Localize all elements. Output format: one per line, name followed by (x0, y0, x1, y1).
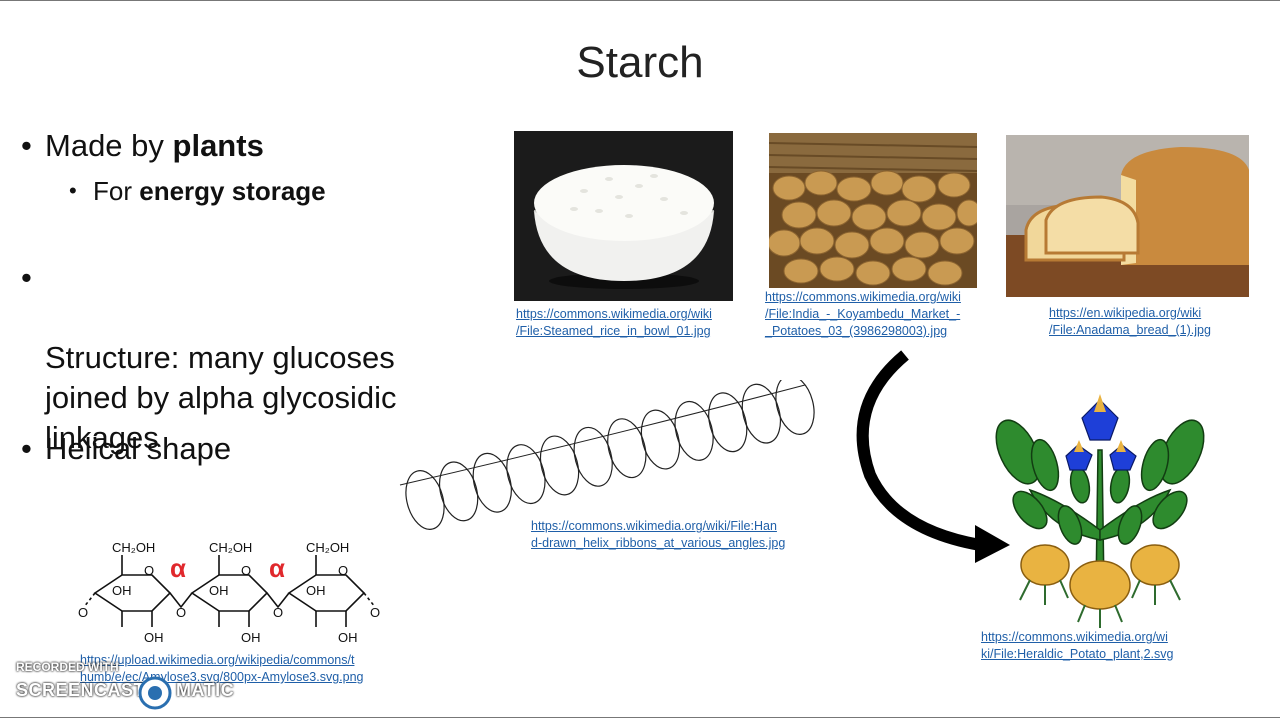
helix-coil (506, 444, 546, 505)
sub-bullet-bold-text: energy storage (139, 176, 326, 206)
oh-bottom-label-2: OH (241, 630, 261, 645)
screencast-logo-icon (138, 676, 172, 710)
sub-bullet-text: For (93, 176, 140, 206)
rice-image-link[interactable]: https://commons.wikimedia.org/wiki /File… (516, 307, 712, 338)
bullet-text: Helical shape (45, 431, 232, 466)
alpha-label-1: α (170, 553, 186, 583)
potato-plant-image-link[interactable]: https://commons.wikimedia.org/wi ki/File… (981, 630, 1174, 661)
end-o-label-left: O (78, 605, 88, 620)
bullet-dot: • (21, 260, 32, 295)
bullet-text: Made by (45, 128, 173, 163)
helix-coil (573, 426, 613, 487)
bridge-o-label-1: O (176, 605, 186, 620)
bread-image (1006, 135, 1249, 297)
watermark-recorded-with: RECORDED WITH (16, 660, 119, 674)
end-o-label-right: O (370, 605, 380, 620)
bridge-o-label-2: O (273, 605, 283, 620)
top-border (0, 0, 1280, 1)
rice-bowl-drawing (533, 165, 715, 289)
bullet-text: Structure: many glucoses joined by alpha… (45, 340, 397, 455)
watermark-screencast: SCREENCAST (16, 680, 146, 700)
sub-bullet-dot: • (69, 178, 77, 203)
slide-title: Starch (576, 38, 704, 87)
potatoes-image-link[interactable]: https://commons.wikimedia.org/wiki /File… (765, 290, 961, 338)
helix-coil (607, 418, 647, 479)
oh-bottom-label-3: OH (338, 630, 358, 645)
oh-label-2: OH (209, 583, 229, 598)
helix-coil (741, 383, 782, 444)
bullet-helical-shape: • Helical shape (21, 429, 232, 469)
helix-coil (775, 380, 815, 435)
helix-ribbon-drawing (399, 380, 815, 530)
potatoes-drawing (769, 133, 977, 286)
curved-arrow (856, 350, 1010, 563)
bottom-border (0, 717, 1280, 718)
bread-image-link[interactable]: https://en.wikipedia.org/wiki /File:Anad… (1049, 306, 1211, 337)
bullet-bold-text: plants (172, 128, 264, 163)
helix-image-link[interactable]: https://commons.wikimedia.org/wiki/File:… (531, 519, 786, 550)
ring-o-label-1: O (144, 563, 154, 578)
bullet-made-by-plants: • Made by plants (21, 126, 264, 166)
sub-bullet-energy-storage: • For energy storage (69, 174, 326, 208)
helix-coil (708, 392, 748, 453)
amylose-structure-diagram: CH₂OH CH₂OH CH₂OH O O O OH OH OH OH OH O… (78, 540, 380, 645)
ch2oh-label-1: CH₂OH (112, 540, 155, 555)
ring-o-label-3: O (338, 563, 348, 578)
alpha-label-2: α (269, 553, 285, 583)
helix-coil (405, 470, 445, 530)
oh-label-1: OH (112, 583, 132, 598)
potatoes-image (769, 133, 977, 288)
helix-coil (640, 409, 681, 470)
helix-coil (674, 400, 714, 461)
helix-coil (438, 461, 479, 522)
oh-bottom-label-1: OH (144, 630, 164, 645)
helix-coil (539, 435, 580, 496)
rice-bowl-image (514, 131, 733, 301)
bullet-dot: • (21, 128, 32, 163)
ring-o-label-2: O (241, 563, 251, 578)
bullet-dot: • (21, 431, 32, 466)
bread-drawing (1006, 135, 1249, 297)
ch2oh-label-2: CH₂OH (209, 540, 252, 555)
watermark-matic: MATIC (176, 680, 235, 700)
potato-plant-drawing (995, 394, 1205, 628)
helix-coil (472, 452, 512, 513)
ch2oh-label-3: CH₂OH (306, 540, 349, 555)
bullet-structure: • Structure: many glucoses joined by alp… (21, 258, 397, 458)
oh-label-3: OH (306, 583, 326, 598)
